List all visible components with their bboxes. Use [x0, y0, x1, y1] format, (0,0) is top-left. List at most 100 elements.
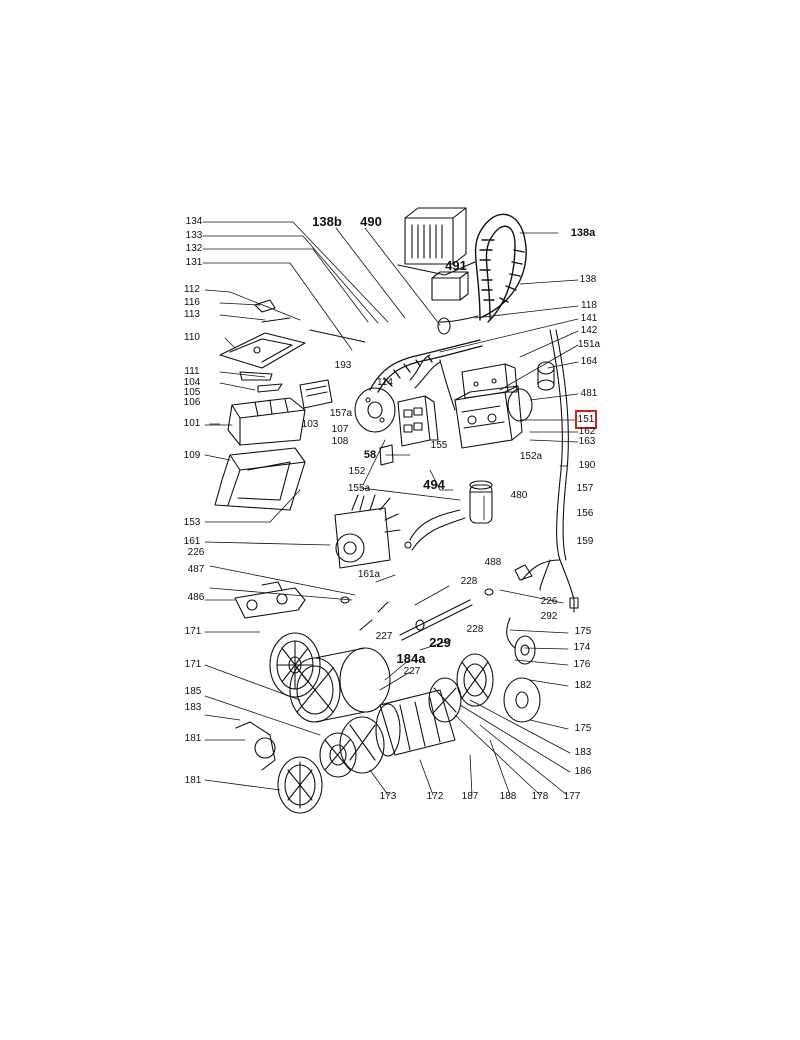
- part-label-193: 193: [334, 360, 352, 371]
- lid-parts: [219, 299, 366, 393]
- highlight-box: [575, 410, 597, 429]
- part-label-292: 292: [540, 611, 558, 622]
- part-label-113: 113: [184, 309, 200, 320]
- part-label-171-top: 171: [184, 626, 202, 637]
- part-label-184a: 184a: [396, 651, 426, 666]
- part-label-487: 487: [187, 564, 205, 575]
- stator-173: [339, 716, 385, 774]
- part-label-227-top: 227: [375, 631, 393, 642]
- part-label-173: 173: [379, 791, 397, 802]
- part-label-152a: 152a: [519, 451, 543, 462]
- part-label-133: 133: [185, 230, 203, 241]
- wiring-114: [409, 354, 456, 411]
- part-label-106: 106: [183, 397, 201, 408]
- part-label-481: 481: [580, 388, 598, 399]
- fan-186: [428, 677, 462, 723]
- endshield-181: [277, 756, 323, 814]
- part-label-182: 182: [574, 680, 592, 691]
- part-label-131: 131: [185, 257, 203, 268]
- part-label-159: 159: [576, 536, 594, 547]
- part-label-109: 109: [183, 450, 201, 461]
- part-label-138b: 138b: [312, 214, 342, 229]
- part-label-142: 142: [580, 325, 598, 336]
- part-label-226-left: 226: [187, 547, 205, 558]
- part-label-156: 156: [576, 508, 594, 519]
- part-label-176: 176: [573, 659, 591, 670]
- part-label-183-left: 183: [184, 702, 202, 713]
- rotor-185: [319, 732, 357, 778]
- part-label-141: 141: [580, 313, 598, 324]
- end-shield-171a: [269, 632, 321, 698]
- part-label-175-top: 175: [574, 626, 592, 637]
- part-label-134: 134: [185, 216, 203, 227]
- plate-142: [461, 363, 518, 399]
- part-label-490: 490: [360, 214, 382, 229]
- part-label-190: 190: [578, 460, 596, 471]
- endshield-184a: [456, 653, 494, 707]
- part-label-228-top: 228: [460, 576, 478, 587]
- part-label-228-mid: 228: [466, 624, 484, 635]
- part-label-161a: 161a: [357, 569, 381, 580]
- relay-491: [431, 271, 469, 301]
- part-label-183-right: 183: [574, 747, 592, 758]
- pipe-141: [437, 315, 479, 335]
- part-label-163: 163: [578, 436, 596, 447]
- stator-171b: [289, 647, 391, 723]
- part-label-58: 58: [363, 449, 377, 461]
- part-label-486: 486: [187, 592, 205, 603]
- pump-151: [454, 385, 533, 449]
- part-label-174: 174: [573, 642, 591, 653]
- part-label-187: 187: [461, 791, 479, 802]
- part-label-101: 101: [183, 418, 201, 429]
- power-cable: [514, 329, 579, 613]
- part-label-116: 116: [184, 297, 200, 308]
- part-label-162: 162: [578, 426, 596, 437]
- capacitor-480: [469, 480, 493, 524]
- part-label-138a: 138a: [570, 227, 596, 239]
- part-label-103: 103: [301, 419, 319, 430]
- part-label-108: 108: [331, 436, 349, 447]
- switch-block-152: [379, 395, 439, 466]
- part-label-181-top: 181: [184, 733, 202, 744]
- relay-490: [397, 207, 476, 276]
- part-label-132: 132: [185, 243, 203, 254]
- part-label-494: 494: [423, 477, 445, 492]
- part-label-157a: 157a: [329, 408, 353, 419]
- part-label-153: 153: [183, 517, 201, 528]
- part-label-118: 118: [581, 300, 597, 311]
- drain-hose: [474, 213, 527, 323]
- part-label-186: 186: [574, 766, 592, 777]
- bracket-486: [234, 581, 306, 619]
- wires-155a: [404, 509, 466, 551]
- part-label-175-bottom: 175: [574, 723, 592, 734]
- part-label-229: 229: [429, 635, 451, 650]
- part-label-107: 107: [331, 424, 349, 435]
- stator-172: [375, 689, 456, 757]
- part-label-188: 188: [499, 791, 517, 802]
- part-label-151: 151: [577, 414, 595, 425]
- bolts-226: [340, 588, 494, 613]
- part-label-227-bottom: 227: [403, 666, 421, 677]
- part-label-185: 185: [184, 686, 202, 697]
- part-label-155a: 155a: [347, 483, 371, 494]
- part-label-181-bottom: 181: [184, 775, 202, 786]
- part-label-177: 177: [563, 791, 581, 802]
- part-label-112: 112: [184, 284, 200, 295]
- part-label-480: 480: [510, 490, 528, 501]
- part-label-157: 157: [576, 483, 594, 494]
- motor-161: [334, 494, 401, 569]
- part-label-172: 172: [426, 791, 444, 802]
- bracket-183: [235, 721, 276, 771]
- pulley-175: [506, 617, 536, 665]
- pulley-182: [503, 677, 541, 723]
- timer-157a: [354, 387, 396, 433]
- part-label-152: 152: [348, 466, 366, 477]
- part-label-155: 155: [430, 440, 448, 451]
- part-label-151a: 151a: [577, 339, 601, 350]
- hose-193: [369, 339, 483, 393]
- part-label-104: 104: [183, 377, 201, 388]
- part-label-161: 161: [183, 536, 201, 547]
- part-label-488: 488: [484, 557, 502, 568]
- part-label-491: 491: [445, 258, 467, 273]
